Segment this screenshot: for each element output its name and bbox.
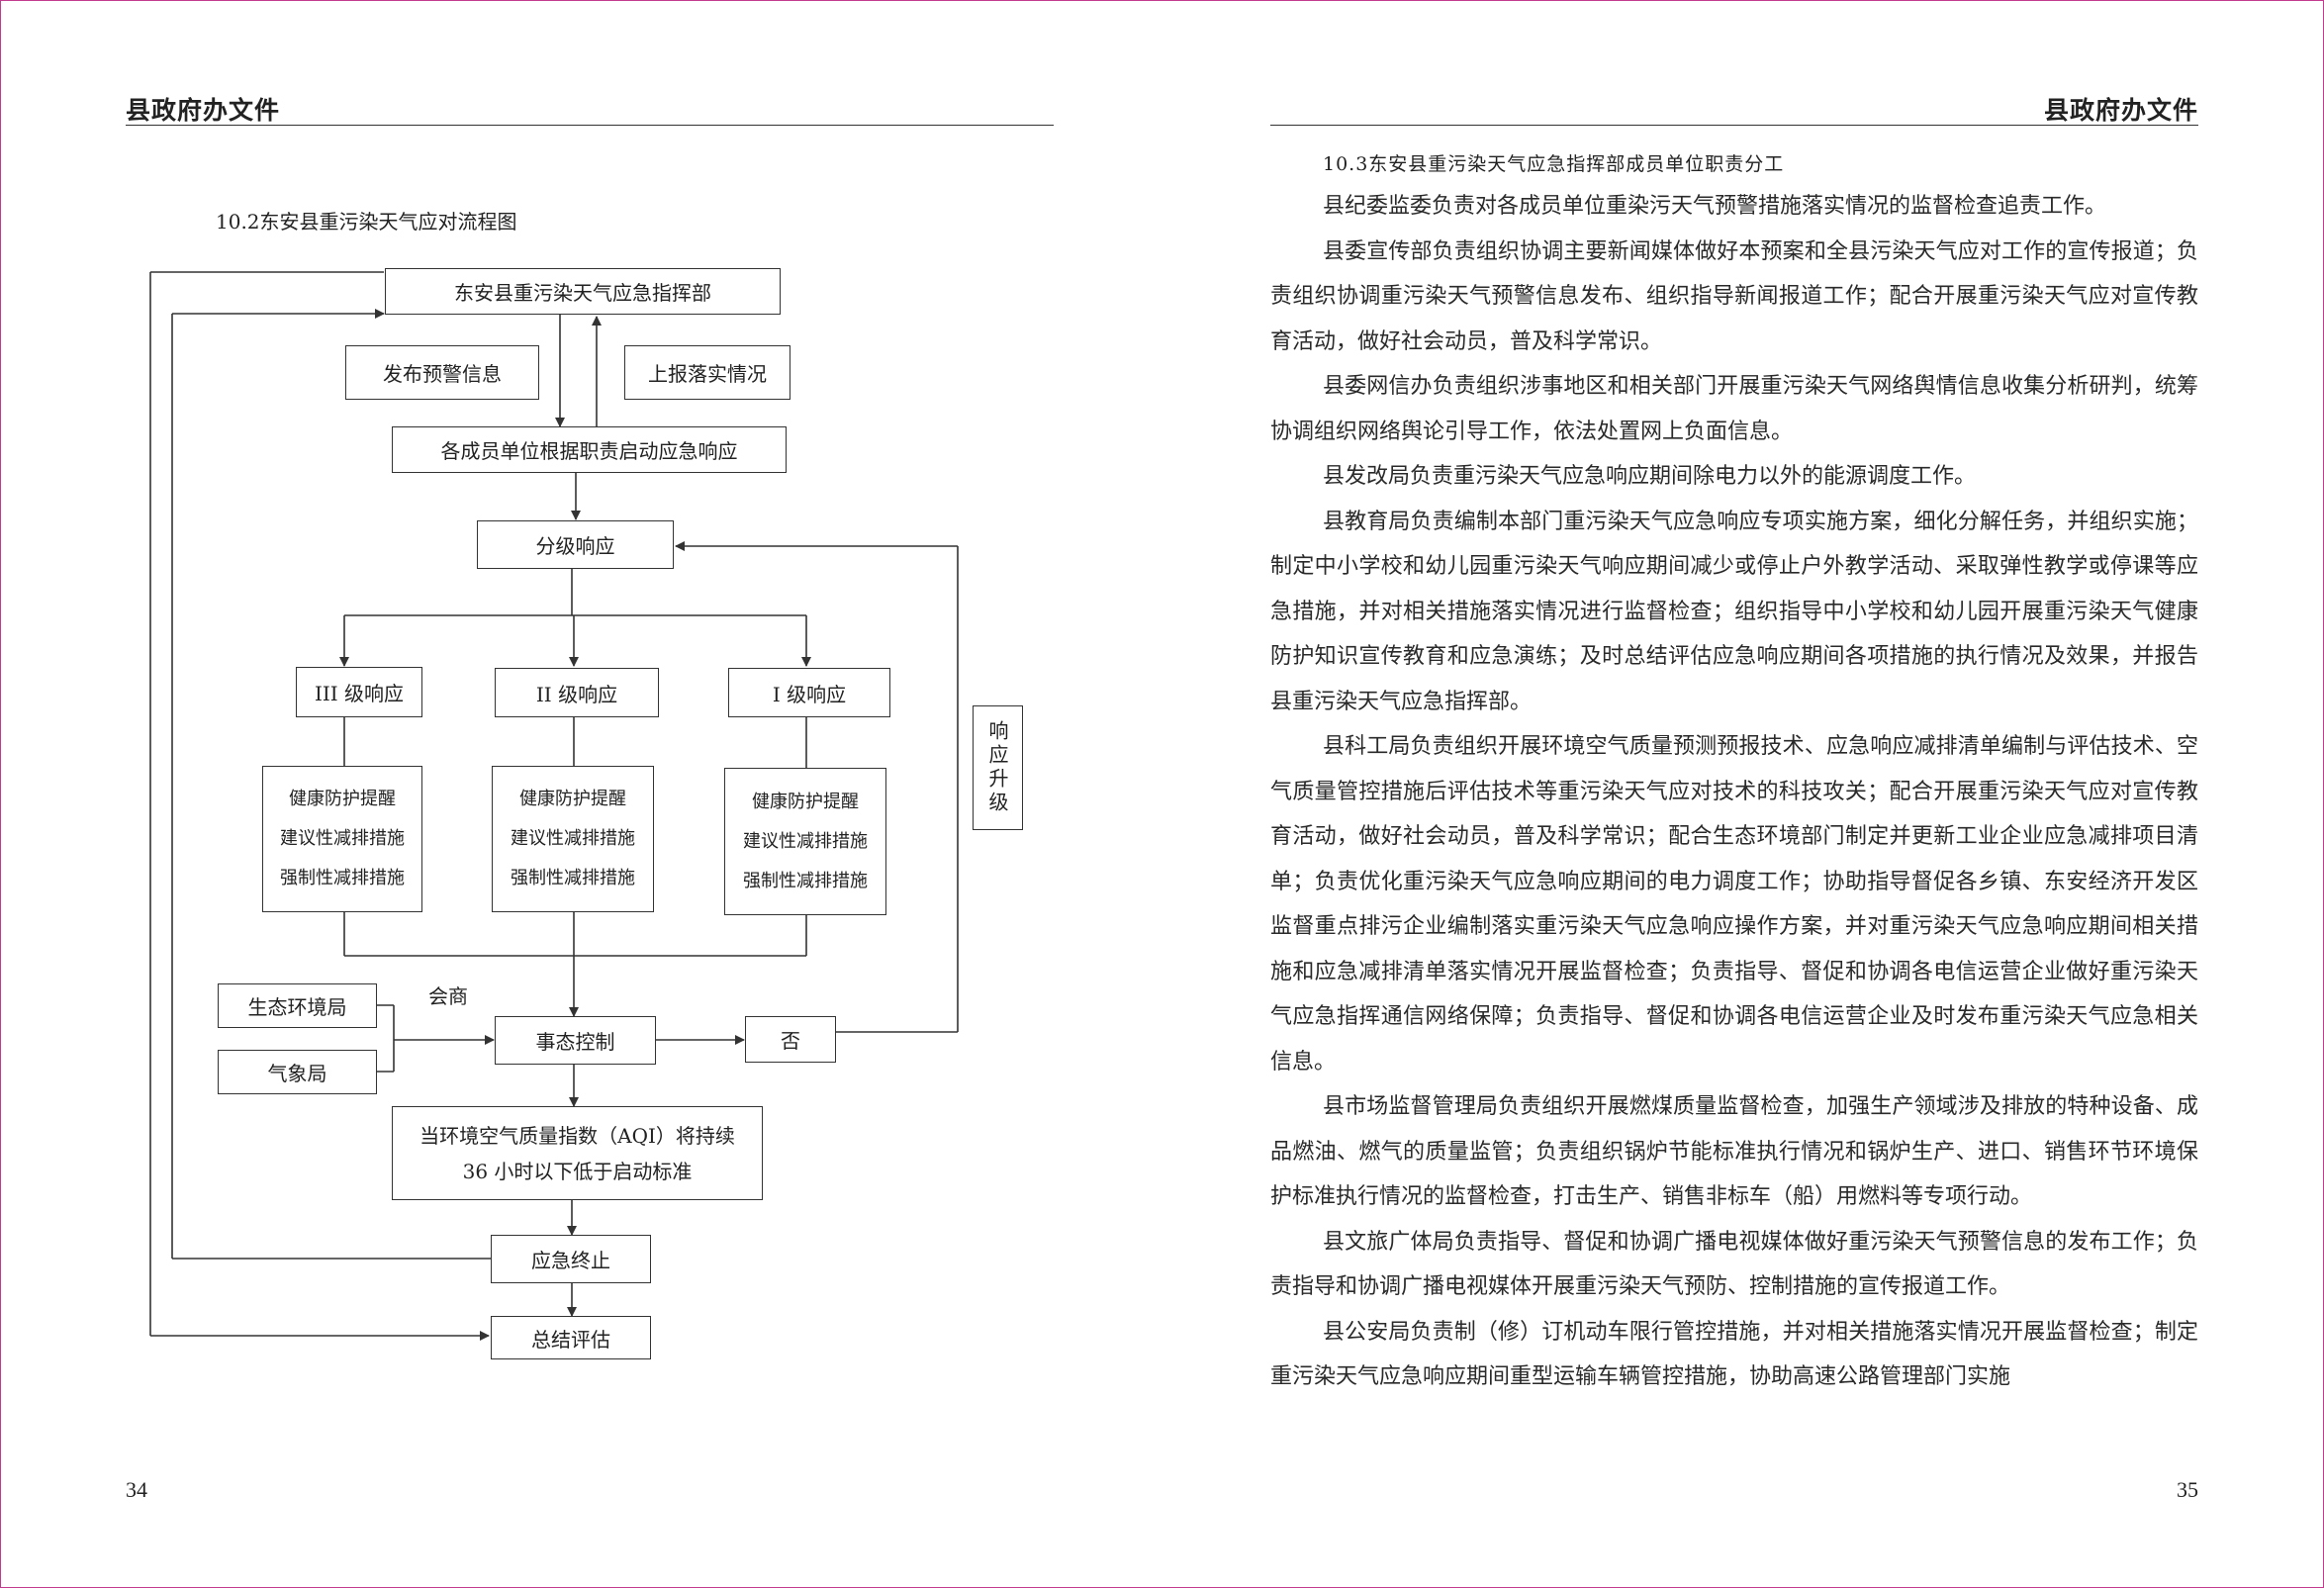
report-implementation-box: 上报落实情况 xyxy=(624,345,790,400)
paragraph: 县教育局负责编制本部门重污染天气应急响应专项实施方案，细化分解任务，并组织实施；… xyxy=(1270,509,2198,714)
figure-title: 10.2东安县重污染天气应对流程图 xyxy=(216,210,517,234)
left-page-header: 县政府办文件 xyxy=(126,96,281,125)
response-upgrade-box: 响应升级 xyxy=(973,705,1023,830)
consult-label: 会商 xyxy=(428,984,468,1008)
hq-box: 东安县重污染天气应急指挥部 xyxy=(385,268,781,315)
members-respond-box: 各成员单位根据职责启动应急响应 xyxy=(392,426,787,473)
level1-measures-box: 健康防护提醒 建议性减排措施 强制性减排措施 xyxy=(724,768,886,915)
right-page-number: 35 xyxy=(2177,1477,2198,1502)
aqi-condition-box: 当环境空气质量指数（AQI）将持续 36 小时以下低于启动标准 xyxy=(392,1106,763,1200)
left-page-number: 34 xyxy=(126,1477,147,1502)
measure-mandatory: 强制性减排措施 xyxy=(511,868,635,888)
measure-mandatory: 强制性减排措施 xyxy=(280,868,405,888)
right-page-body: 10.3东安县重污染天气应急指挥部成员单位职责分工 县纪委监委负责对各成员单位重… xyxy=(1270,144,2198,1400)
flowchart: 东安县重污染天气应急指挥部 发布预警信息 上报落实情况 各成员单位根据职责启动应… xyxy=(0,0,1108,1385)
paragraph: 县文旅广体局负责指导、督促和协调广播电视媒体做好重污染天气预警信息的发布工作；负… xyxy=(1270,1229,2198,1300)
measure-health: 健康防护提醒 xyxy=(752,791,859,812)
level2-response-box: II 级响应 xyxy=(495,668,659,717)
summary-box: 总结评估 xyxy=(491,1316,651,1359)
graded-response-box: 分级响应 xyxy=(477,520,674,569)
left-header-rule xyxy=(126,125,1054,126)
level1-response-box: I 级响应 xyxy=(728,668,890,717)
right-header-rule xyxy=(1270,125,2198,126)
no-box: 否 xyxy=(745,1016,836,1063)
eco-bureau-box: 生态环境局 xyxy=(218,983,377,1028)
measure-suggested: 建议性减排措施 xyxy=(743,830,868,852)
weather-bureau-box: 气象局 xyxy=(218,1050,377,1094)
paragraph: 县科工局负责组织开展环境空气质量预测预报技术、应急响应减排清单编制与评估技术、空… xyxy=(1270,734,2198,1074)
measure-health: 健康防护提醒 xyxy=(289,789,396,809)
aqi-line-2: 36 小时以下低于启动标准 xyxy=(462,1159,693,1183)
measure-health: 健康防护提醒 xyxy=(519,789,626,809)
measure-suggested: 建议性减排措施 xyxy=(280,828,405,849)
paragraph: 县市场监督管理局负责组织开展燃煤质量监督检查，加强生产领域涉及排放的特种设备、成… xyxy=(1270,1094,2198,1209)
right-page-header: 县政府办文件 xyxy=(2043,96,2198,125)
level3-response-box: III 级响应 xyxy=(296,667,422,717)
flowchart-connectors xyxy=(149,271,959,1341)
aqi-line-1: 当环境空气质量指数（AQI）将持续 xyxy=(419,1123,735,1148)
paragraph: 县委网信办负责组织涉事地区和相关部门开展重污染天气网络舆情信息收集分析研判，统筹… xyxy=(1270,374,2198,444)
measure-suggested: 建议性减排措施 xyxy=(511,828,635,849)
level3-measures-box: 健康防护提醒 建议性减排措施 强制性减排措施 xyxy=(262,766,422,912)
situation-control-box: 事态控制 xyxy=(495,1016,656,1065)
paragraph: 县委宣传部负责组织协调主要新闻媒体做好本预案和全县污染天气应对工作的宣传报道；负… xyxy=(1270,238,2198,354)
paragraph: 县公安局负责制（修）订机动车限行管控措施，并对相关措施落实情况开展监督检查；制定… xyxy=(1270,1319,2198,1390)
publish-warning-box: 发布预警信息 xyxy=(345,345,539,400)
paragraph: 县纪委监委负责对各成员单位重染污天气预警措施落实情况的监督检查追责工作。 xyxy=(1323,194,2107,219)
measure-mandatory: 强制性减排措施 xyxy=(743,870,868,891)
terminate-box: 应急终止 xyxy=(491,1235,651,1283)
paragraph: 县发改局负责重污染天气应急响应期间除电力以外的能源调度工作。 xyxy=(1323,464,1977,489)
section-title: 10.3东安县重污染天气应急指挥部成员单位职责分工 xyxy=(1323,153,1785,175)
level2-measures-box: 健康防护提醒 建议性减排措施 强制性减排措施 xyxy=(492,766,654,912)
